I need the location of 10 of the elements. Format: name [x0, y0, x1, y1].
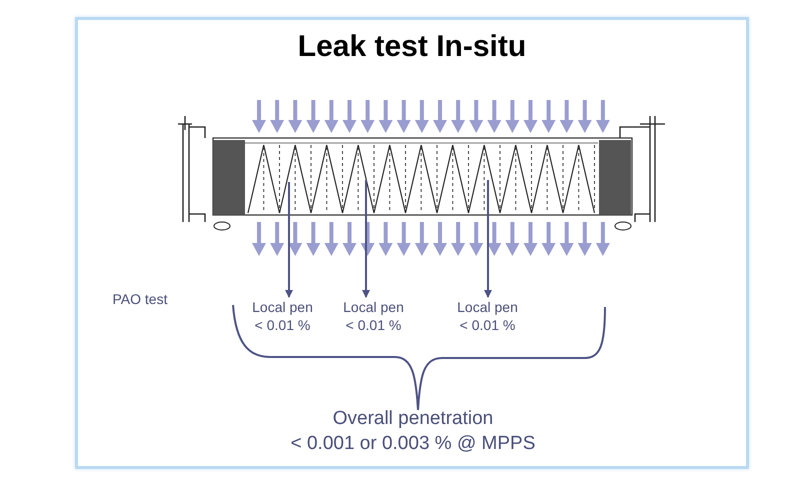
- overall-penetration-label: Overall penetration < 0.001 or 0.003 % @ MPPS: [290, 407, 536, 456]
- penetration-label: Local pen < 0.01 %: [340, 298, 407, 334]
- leader-arrow: [484, 180, 492, 298]
- leader-arrow: [362, 180, 370, 298]
- penetration-label: Local pen < 0.01 %: [249, 298, 316, 334]
- filter-drawing: [177, 115, 666, 230]
- test-label: PAO test: [112, 291, 168, 307]
- penetration-label: Local pen < 0.01 %: [454, 298, 521, 334]
- leader-arrow: [285, 182, 293, 298]
- slide-title: Leak test In-situ: [296, 30, 528, 64]
